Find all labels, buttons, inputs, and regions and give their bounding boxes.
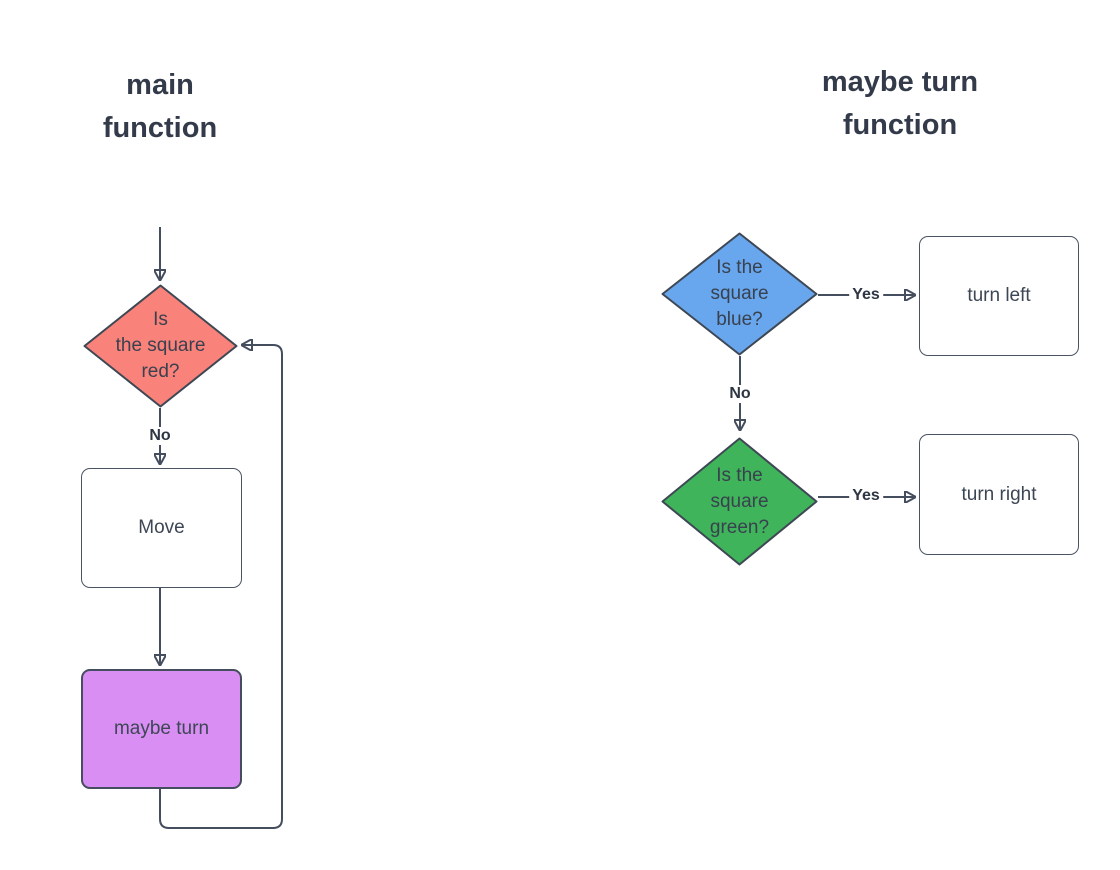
blue-diamond-shape — [661, 232, 818, 356]
process-turn-left-label: turn left — [967, 285, 1031, 306]
decision-is-square-green: Is the square green? — [661, 437, 818, 566]
main-function-title: main function — [102, 69, 218, 144]
edge-label-no-right: No — [726, 385, 754, 403]
edge-label-no-main: No — [146, 427, 174, 445]
decision-is-square-red-label: Is the square red? — [115, 309, 206, 382]
green-diamond-shape — [661, 437, 818, 566]
process-move-label: Move — [138, 517, 185, 538]
decision-is-square-green-label: Is the square green? — [709, 464, 770, 538]
edge-label-yes-blue: Yes — [849, 286, 883, 304]
process-turn-right: turn right — [919, 434, 1079, 555]
decision-is-square-blue: Is the square blue? — [661, 232, 818, 356]
process-turn-right-label: turn right — [961, 483, 1037, 505]
decision-is-square-red: Is the square red? — [83, 284, 238, 408]
process-maybe-turn-label: maybe turn — [113, 718, 210, 739]
process-move: Move — [81, 468, 242, 588]
red-diamond-shape — [83, 284, 238, 408]
maybe-turn-function-title: maybe turn function — [821, 66, 979, 141]
process-turn-left: turn left — [919, 236, 1079, 356]
process-maybe-turn: maybe turn — [81, 669, 242, 789]
edge-label-yes-green: Yes — [849, 487, 883, 505]
decision-is-square-blue-label: Is the square blue? — [710, 257, 769, 330]
